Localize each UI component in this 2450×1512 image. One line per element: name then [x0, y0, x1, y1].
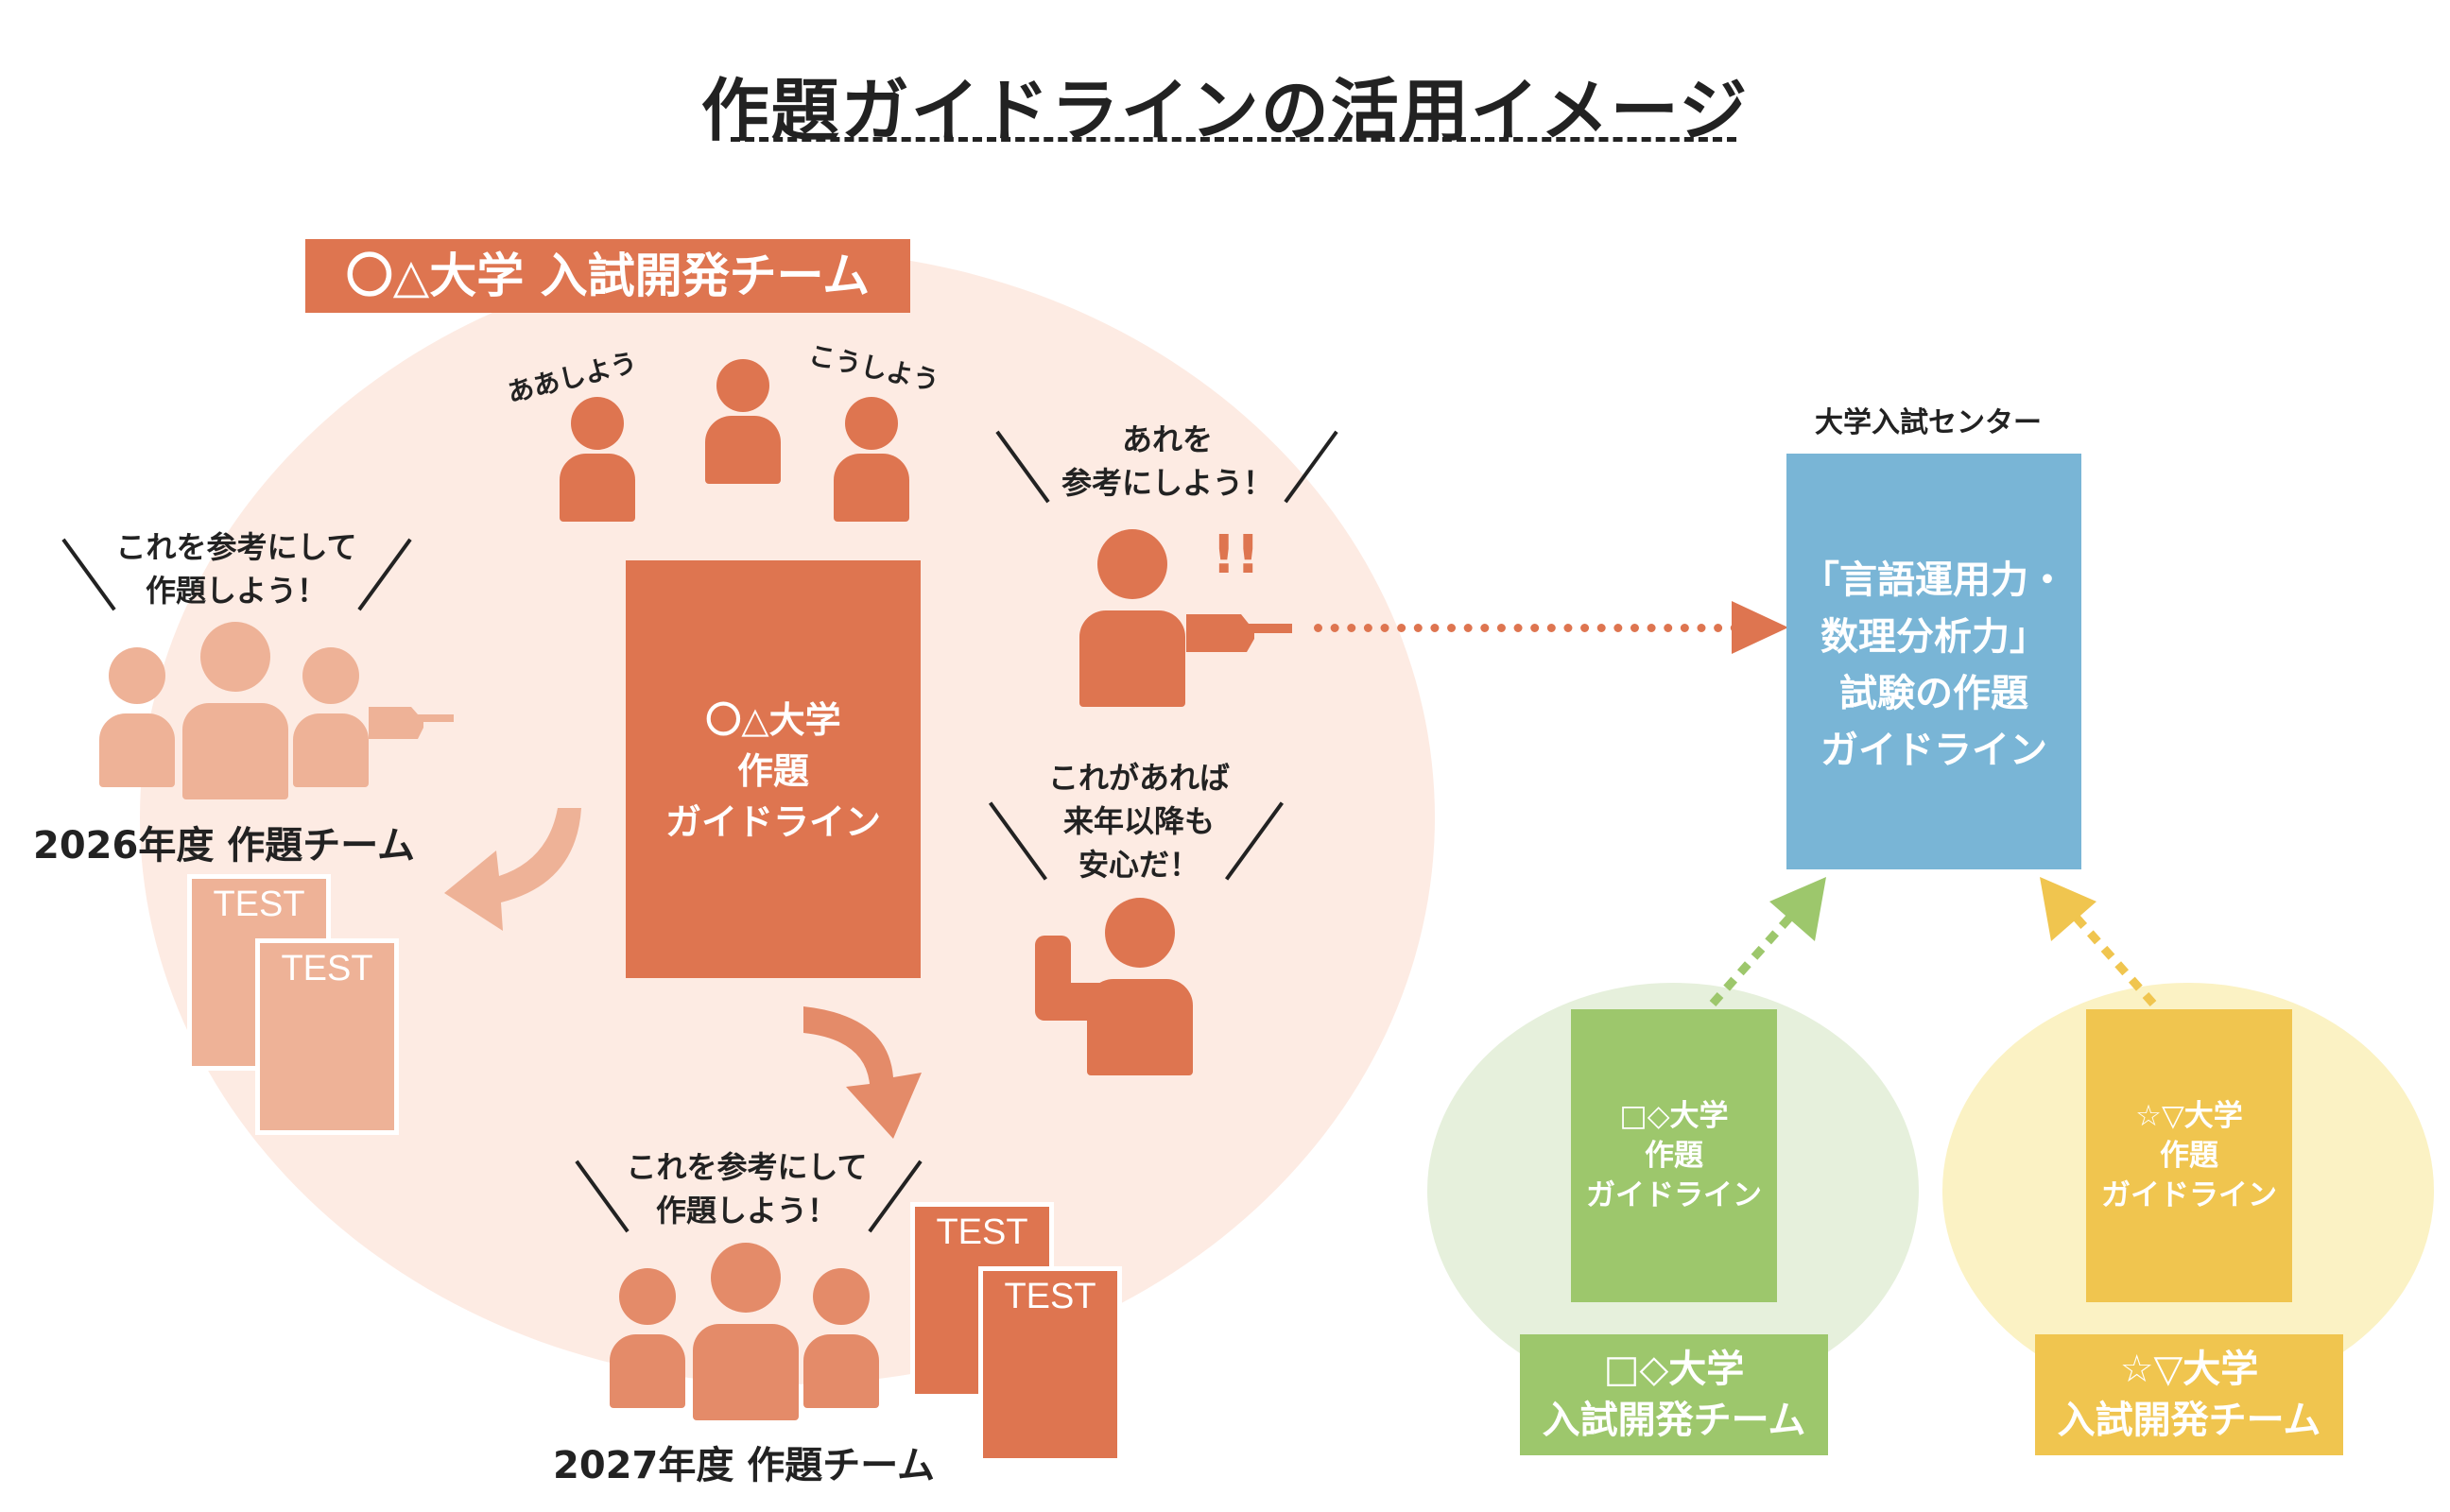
person-discuss-center [705, 359, 781, 484]
title-underline [731, 137, 1736, 142]
person-discuss-left [560, 397, 635, 522]
team-2026-label: 2026年度 作題チーム [33, 824, 416, 868]
yellow-team-label-box [2035, 1334, 2343, 1455]
pointing-hand-2026 [369, 707, 454, 739]
person-2026-center [182, 622, 288, 799]
arrowhead-to-center [1732, 601, 1788, 654]
person-referencing [1079, 529, 1185, 707]
green-dashed-arrow [1709, 877, 1826, 1006]
yellow-dashed-arrow [2040, 877, 2157, 1006]
person-2027-center [693, 1243, 799, 1420]
curved-arrow-to-2027 [803, 1006, 922, 1139]
dashed-arrow-to-center [1314, 624, 1739, 632]
yellow-guideline-doc [2086, 1009, 2292, 1302]
exclaim-mark: !! [1212, 524, 1261, 586]
person-2027-left [610, 1268, 685, 1408]
guideline-document [626, 560, 921, 978]
person-2027-right [803, 1268, 879, 1408]
test-sheet-2027-front: TEST [978, 1266, 1122, 1463]
yellow-team-label: ☆▽大学 入試開発チーム [2057, 1348, 2321, 1442]
center-heading: 大学入試センター [1815, 406, 2042, 439]
pointing-hand-referencing [1186, 614, 1292, 652]
bubble-2027: これを参考にして 作題しよう！ [626, 1149, 868, 1228]
team-2027-label: 2027年度 作題チーム [553, 1444, 936, 1487]
person-2026-right [293, 647, 369, 787]
center-guideline-box [1786, 454, 2081, 869]
bubble-are: あれを 参考にしよう！ [1061, 421, 1273, 501]
bubble-2026: これを参考にして 作題しよう！ [115, 529, 357, 609]
bubble-anshin: これがあれば 来年以降も 安心だ！ [1047, 760, 1230, 883]
team-label: 〇△大学 入試開発チーム [305, 239, 910, 313]
guideline-document-text: 〇△大学 作題 ガイドライン [664, 699, 881, 843]
person-2026-left [99, 647, 175, 787]
person-discuss-right [834, 397, 909, 522]
green-guideline-doc [1571, 1009, 1777, 1302]
raised-arm-base [1035, 983, 1111, 1021]
curved-arrow-to-2026 [444, 808, 581, 931]
green-guideline-text: □◇大学 作題 ガイドライン [1586, 1099, 1762, 1212]
green-team-label: □◇大学 入試開発チーム [1542, 1348, 1806, 1442]
green-team-label-box [1520, 1334, 1828, 1455]
test-sheet-2026-front: TEST [255, 938, 399, 1135]
yellow-guideline-text: ☆▽大学 作題 ガイドライン [2101, 1099, 2277, 1212]
center-guideline-text: 「言語運用力・ 数理分析力」 試験の作題 ガイドライン [1802, 558, 2066, 772]
